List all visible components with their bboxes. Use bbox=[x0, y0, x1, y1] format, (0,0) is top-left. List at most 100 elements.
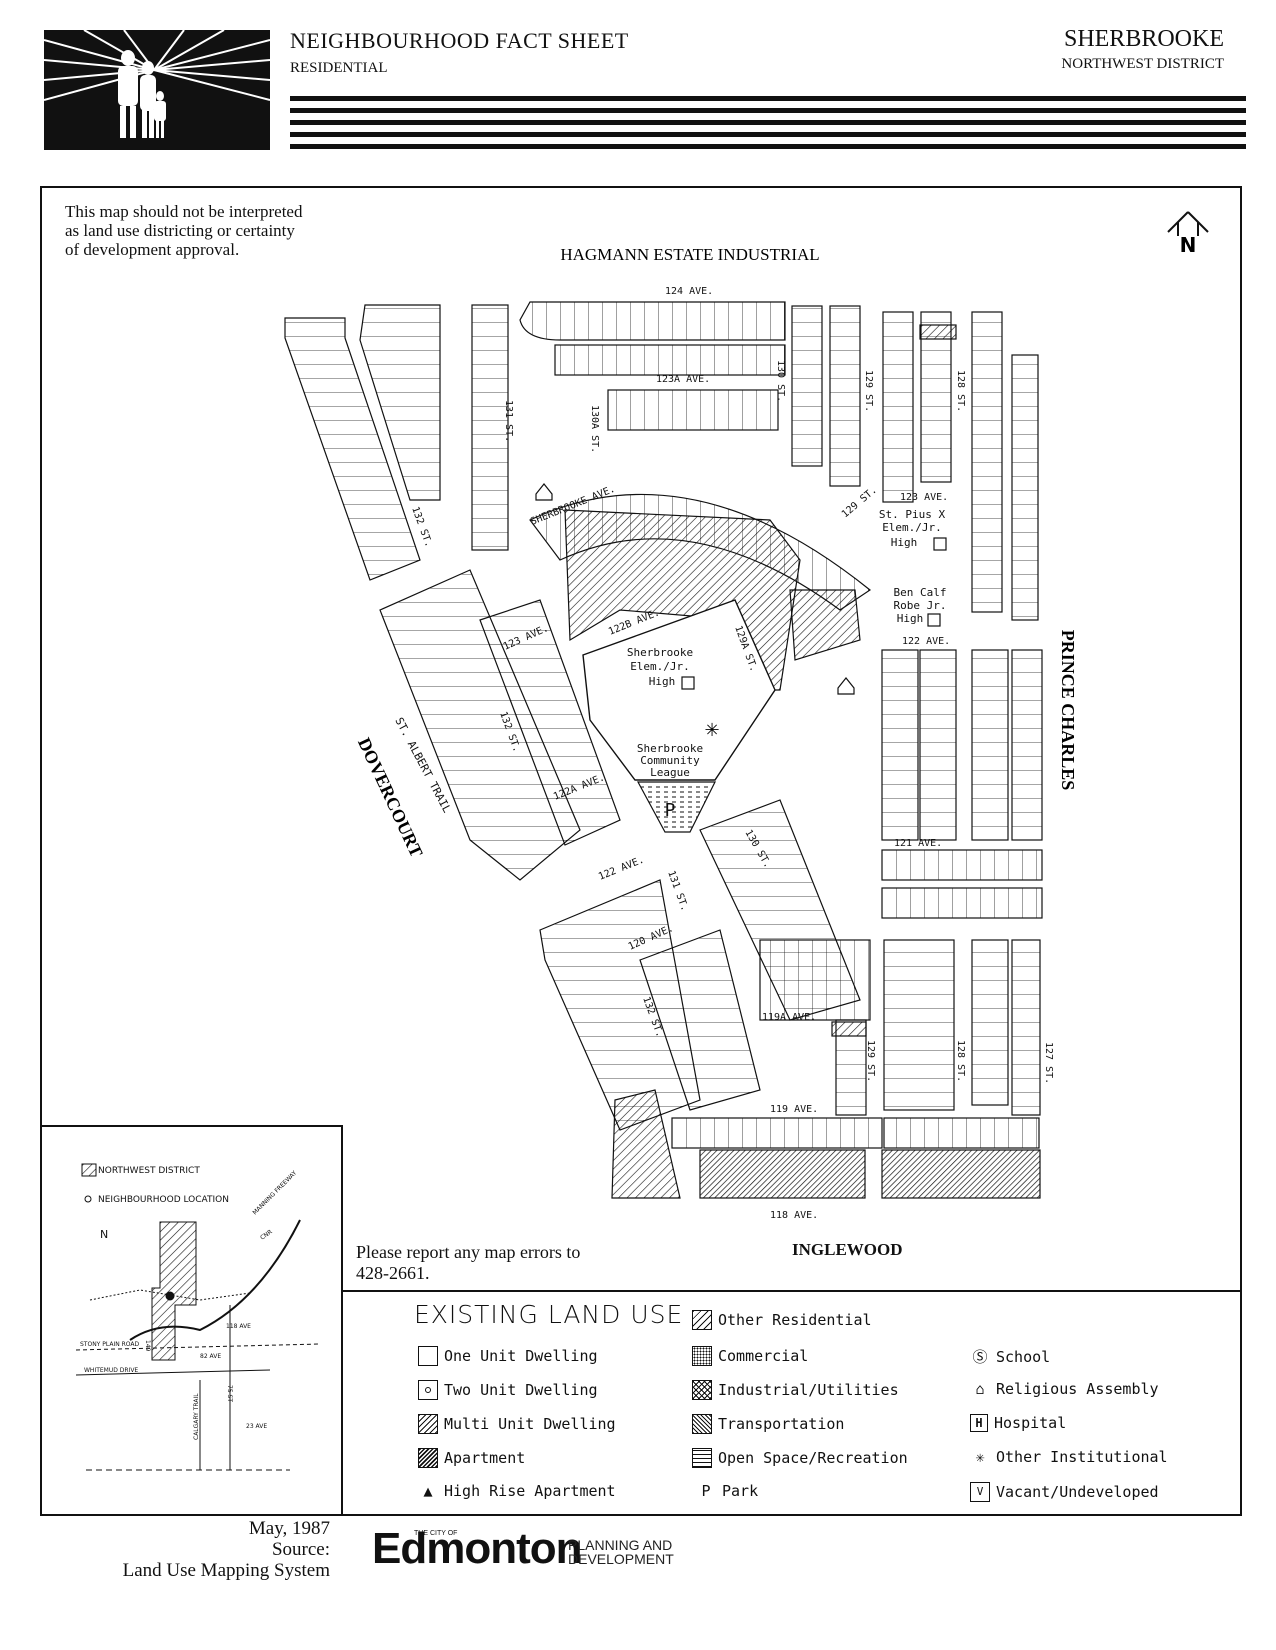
inset-map bbox=[75, 1163, 321, 1471]
street-label-128-st-south: 128 ST. bbox=[955, 1040, 966, 1082]
inset-road-label-118ave: 118 AVE bbox=[226, 1323, 251, 1330]
other-institutional-icon: ✳ bbox=[975, 1448, 985, 1466]
legend-item-transportation: Transportation bbox=[692, 1414, 844, 1434]
lot-block-122-e3 bbox=[971, 649, 1009, 841]
lot-block-123a-north bbox=[554, 344, 786, 376]
school-icon bbox=[927, 613, 941, 627]
inset-river bbox=[129, 1219, 301, 1341]
north-arrow-label: N bbox=[1180, 233, 1197, 257]
footer-source-label: Source: bbox=[271, 1539, 330, 1560]
lot-block-127st-n bbox=[1011, 354, 1039, 621]
industrial-swatch-icon bbox=[692, 1380, 712, 1400]
legend-item-one-unit: One Unit Dwelling bbox=[418, 1346, 598, 1366]
legend-item-open-space: Open Space/Recreation bbox=[692, 1448, 908, 1468]
facility-league-line1: Sherbrooke bbox=[637, 742, 703, 755]
inset-cnr bbox=[89, 1289, 251, 1301]
lot-block-131st bbox=[471, 304, 509, 551]
department-name: PLANNING AND DEVELOPMENT bbox=[568, 1537, 674, 1567]
street-label-131-st-north: 131 ST. bbox=[503, 400, 514, 442]
facility-league-line2: Community bbox=[640, 754, 700, 767]
inset-road-label-manning: MANNING FREEWAY bbox=[251, 1169, 298, 1216]
legend-item-industrial: Industrial/Utilities bbox=[692, 1380, 899, 1400]
park-site bbox=[636, 781, 716, 833]
multi-unit-area-sw bbox=[611, 1089, 681, 1199]
inset-road-label-23ave: 23 AVE bbox=[246, 1423, 267, 1430]
facility-sherbrooke-school-line1: Sherbrooke bbox=[627, 646, 693, 659]
facility-ben-calf-line3: High bbox=[897, 612, 924, 625]
legend-item-religious: ⌂ Religious Assembly bbox=[970, 1380, 1158, 1398]
page-subtitle: RESIDENTIAL bbox=[290, 60, 388, 76]
school-site bbox=[582, 599, 776, 781]
facility-league-line3: League bbox=[650, 766, 690, 779]
inset-road-label-82ave: 82 AVE bbox=[200, 1353, 221, 1360]
lot-block-128st-n-a bbox=[920, 311, 952, 483]
lot-block-129st-n-b bbox=[882, 311, 914, 503]
legend-item-apartment: Apartment bbox=[418, 1448, 525, 1468]
legend-divider bbox=[341, 1290, 1242, 1292]
district-name: NORTHWEST DISTRICT bbox=[1061, 56, 1224, 72]
map-error-report-note: Please report any map errors to 428-2661… bbox=[356, 1242, 581, 1283]
commercial-swatch-icon bbox=[692, 1346, 712, 1366]
street-label-122-ave-west: 122 AVE. bbox=[597, 855, 646, 883]
lot-block-132st-s bbox=[639, 929, 761, 1111]
park-p-icon: P bbox=[701, 1482, 711, 1500]
legend-item-two-unit: Two Unit Dwelling bbox=[418, 1380, 598, 1400]
neighbourhood-name: SHERBROOKE bbox=[1063, 26, 1224, 52]
street-label-129-st-diag: 129 ST. bbox=[840, 485, 879, 521]
lot-block-128st-s-a bbox=[883, 939, 955, 1111]
inset-neighbourhood-location-icon bbox=[165, 1291, 175, 1301]
inset-legend-swatch bbox=[81, 1163, 97, 1177]
inset-map-frame bbox=[40, 1125, 343, 1516]
north-arrow-icon bbox=[1167, 211, 1209, 236]
street-label-127-st: 127 ST. bbox=[1043, 1042, 1054, 1084]
inset-road-label-calgary-trail: CALGARY TRAIL bbox=[193, 1393, 200, 1440]
apartment-strip-118-a bbox=[699, 1149, 866, 1199]
footer-date: May, 1987 bbox=[248, 1518, 330, 1539]
street-label-123-ave-east: 123 AVE. bbox=[900, 492, 948, 503]
lot-block-122-e4 bbox=[1011, 649, 1043, 841]
one-unit-swatch-icon bbox=[418, 1346, 438, 1366]
facility-ben-calf-line1: Ben Calf bbox=[894, 586, 947, 599]
religious-assembly-icon: ⌂ bbox=[975, 1380, 985, 1398]
edmonton-logo-small-text: THE CITY OF bbox=[414, 1530, 458, 1537]
vacant-v-icon: V bbox=[970, 1482, 990, 1502]
school-icon bbox=[933, 537, 947, 551]
street-label-122-ave-east: 122 AVE. bbox=[902, 636, 950, 647]
area-label-south: INGLEWOOD bbox=[792, 1240, 903, 1259]
inset-road-label-75st: 75 ST bbox=[226, 1385, 233, 1402]
facility-st-pius-line3: High bbox=[891, 536, 918, 549]
facility-sherbrooke-school-line2: Elem./Jr. bbox=[630, 660, 690, 673]
lot-block-123a-ave bbox=[607, 389, 779, 431]
multi-unit-lot-128st bbox=[919, 324, 957, 340]
lot-block-122-e2 bbox=[919, 649, 957, 841]
lot-block-128st-n-b bbox=[971, 311, 1003, 613]
street-label-129-st-south: 129 ST. bbox=[865, 1040, 876, 1082]
lot-block-128st-s-b bbox=[971, 939, 1009, 1106]
two-unit-swatch-icon bbox=[418, 1380, 438, 1400]
park-symbol: P bbox=[665, 800, 676, 821]
lot-block-127st-s bbox=[1011, 939, 1041, 1116]
lot-block-121-a bbox=[881, 849, 1043, 881]
transportation-swatch-icon bbox=[692, 1414, 712, 1434]
lot-block-123ave-w bbox=[379, 569, 581, 881]
lot-block-122-e1 bbox=[881, 649, 919, 841]
religious-assembly-icon bbox=[535, 483, 553, 501]
lot-block-129st-n-a bbox=[829, 305, 861, 487]
inset-road-label-stony-plain: STONY PLAIN ROAD bbox=[80, 1341, 140, 1348]
apartment-area-east bbox=[789, 589, 861, 661]
multi-unit-lot-129st bbox=[831, 1021, 867, 1037]
legend-item-park: P Park bbox=[696, 1482, 758, 1500]
lot-block-119ave-s2 bbox=[883, 1117, 1040, 1149]
legend-item-commercial: Commercial bbox=[692, 1346, 808, 1366]
apartment-strip-118-b bbox=[881, 1149, 1041, 1199]
inset-road-stony-plain bbox=[75, 1343, 321, 1351]
lot-block-124ave bbox=[519, 301, 786, 341]
apartment-swatch-icon bbox=[418, 1448, 438, 1468]
inset-legend-location: NEIGHBOURHOOD LOCATION bbox=[98, 1195, 229, 1205]
inset-road-whitemud bbox=[75, 1369, 271, 1376]
inset-north-label: N bbox=[100, 1228, 108, 1241]
street-label-118-ave: 118 AVE. bbox=[770, 1210, 818, 1221]
inset-road-label-149: 149 bbox=[144, 1340, 151, 1352]
footer-source-block: May, 1987 Source: Land Use Mapping Syste… bbox=[123, 1518, 330, 1581]
